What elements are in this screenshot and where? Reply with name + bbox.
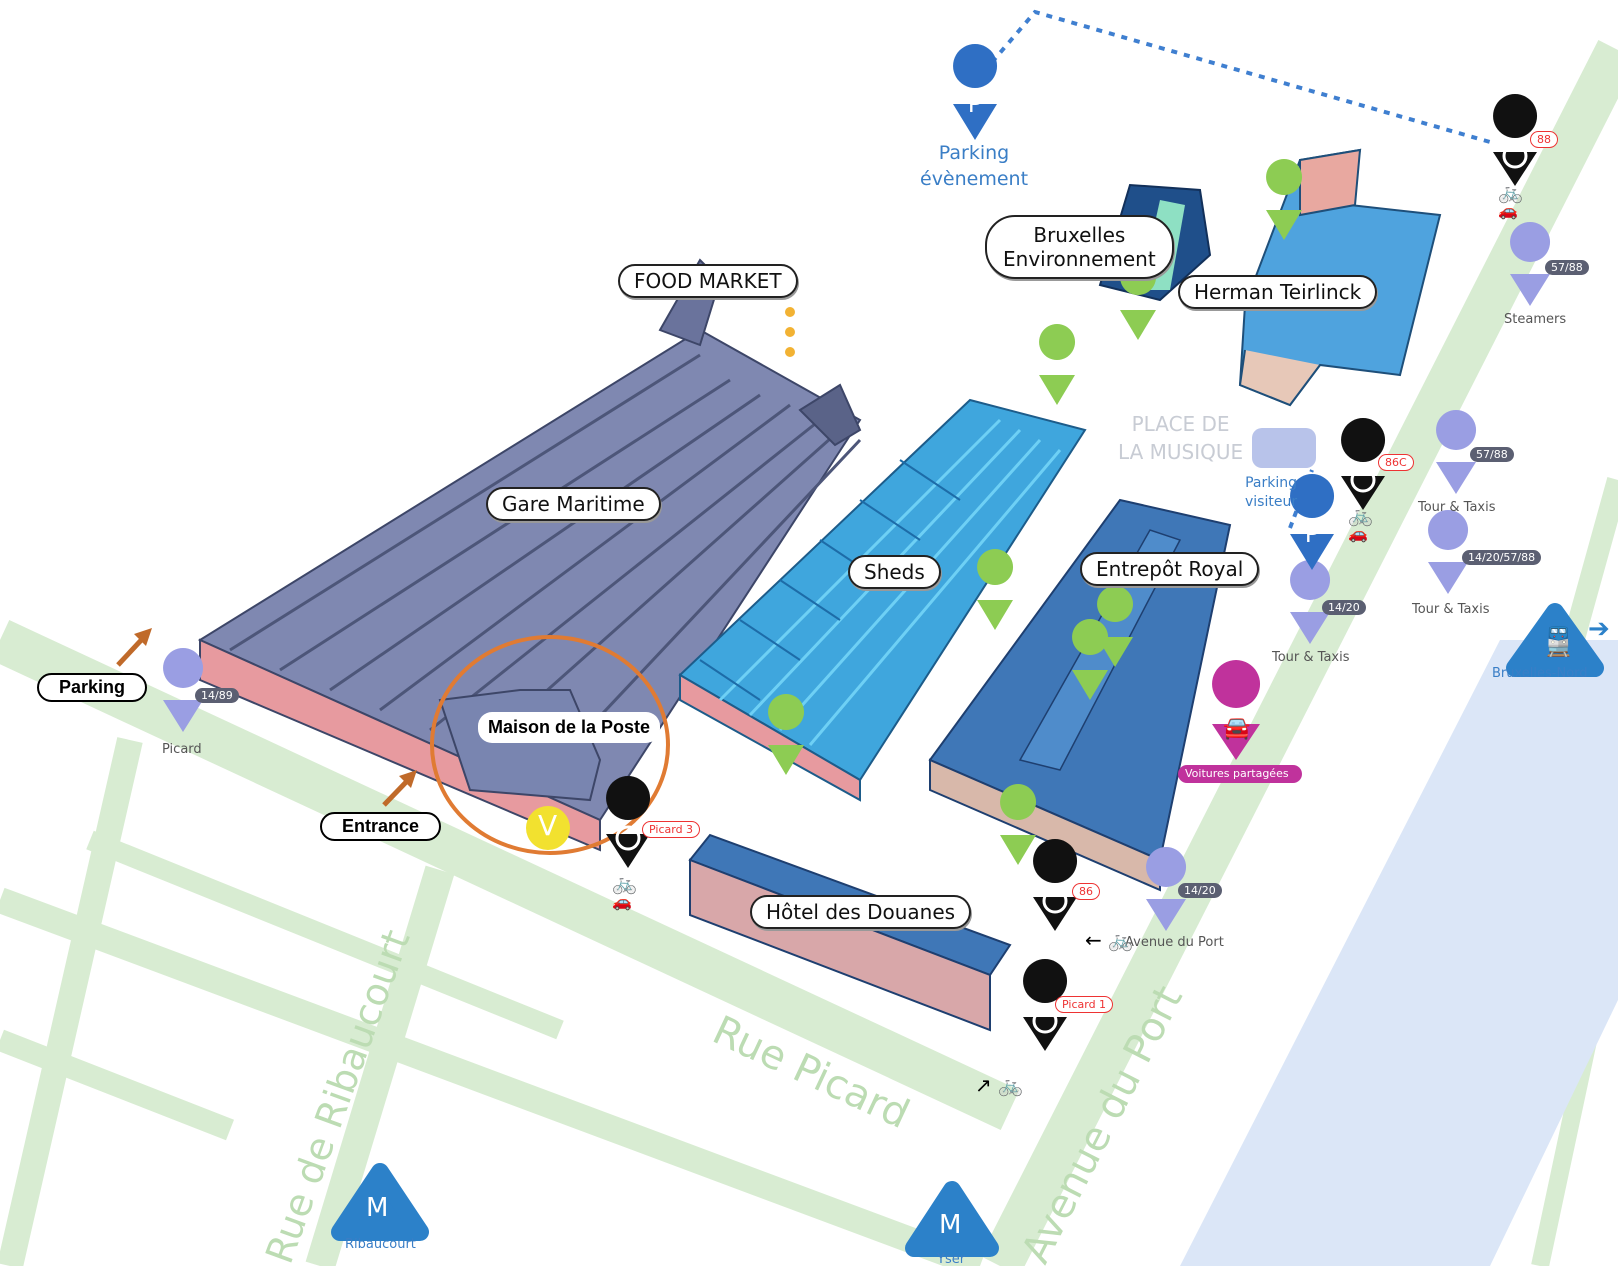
visitor-parking-sign [1252,428,1316,468]
bus-steamers-name: Steamers [1504,312,1567,327]
shared-car-pin [1212,660,1261,760]
villo-swirls [615,143,1528,1034]
label-herman-teirlinck: Herman Teirlinck [1178,275,1378,309]
car-icon: 🚘 [1223,716,1251,741]
train-icon: 🚆 [1541,625,1576,658]
bus-picard-name: Picard [162,742,202,757]
shared-cars-pill [1178,765,1302,783]
v-marker [526,806,570,850]
shared-cars-label: Voitures partagées [1185,767,1289,780]
road-ribaucourt [0,737,143,1266]
annotation-entrance: Entrance [320,812,442,841]
bicycle-icon: ← 🚲 [1085,928,1134,952]
label-bruxelles-environnement: Bruxelles Environnement [985,215,1174,279]
label-place-de-la-musique: PLACE DE LA MUSIQUE [1118,410,1243,466]
entrance-arrow [382,770,417,807]
v-marker-icon: V [538,809,558,842]
bus-tour-taxis-1-name: Tour & Taxis [1418,500,1496,515]
villo-86c-badge: 86C [1378,454,1414,471]
bus-steamers-lines: 57/88 [1545,260,1589,275]
parking-visitor-line1: Parking [1245,475,1297,491]
car-icon: 🚗 [1348,524,1368,543]
villo-86-badge: 86 [1072,883,1100,900]
villo-picard3-badge: Picard 3 [642,821,701,838]
label-bruxelles-environnement-line2: Environnement [1003,247,1156,271]
parking-visitor-p-icon: P [1304,520,1320,548]
bicycle-icon: 🚲 [1498,180,1523,204]
bus-avenue-port-name: Avenue du Port [1125,935,1224,950]
car-icon: 🚗 [612,892,632,911]
parking-pins [953,44,1335,570]
villo-station-pins [606,94,1538,1051]
bicycle-icon: 🚲 [612,871,637,895]
label-food-market: FOOD MARKET [618,264,798,298]
parking-event-line2: évènement [920,168,1029,190]
bus-avenue-port-lines: 14/20 [1178,883,1222,898]
arrow-right-icon: ➔ [1588,614,1610,644]
canal [1180,640,1618,1266]
bus-tour-taxis-3-lines: 14/20 [1322,600,1366,615]
parking-visitor-line2: visiteur [1245,494,1298,510]
parking-event-line1: Parking [938,142,1010,164]
car-icon: 🚗 [1498,201,1518,220]
road-south-2 [86,830,564,1040]
bus-tour-taxis-2-name: Tour & Taxis [1412,602,1490,617]
label-place-line2: LA MUSIQUE [1118,440,1244,464]
parking-visitor-label: Parking visiteur [1245,474,1297,512]
label-gare-maritime: Gare Maritime [486,487,661,521]
metro-ribaucourt-label: Ribaucourt [345,1237,416,1252]
metro-ribaucourt-icon: M [366,1193,389,1223]
label-bruxelles-environnement-line1: Bruxelles [1033,223,1126,247]
parking-event-p-icon: P [967,90,983,118]
parking-event-label: Parking évènement [920,140,1028,192]
road-south-1 [0,887,985,1266]
bicycle-icon: 🚲 [1348,503,1373,527]
label-maison-de-la-poste: Maison de la Poste [478,712,661,743]
label-entrepot-royal: Entrepôt Royal [1080,552,1260,586]
label-place-line1: PLACE DE [1131,412,1230,436]
villo-88-badge: 88 [1530,131,1558,148]
bus-tour-taxis-1-lines: 57/88 [1470,447,1514,462]
bus-tour-taxis-2-lines: 14/20/57/88 [1462,550,1542,565]
metro-yser-icon: M [939,1210,962,1240]
bus-picard-lines: 14/89 [195,688,239,703]
label-hotel-des-douanes: Hôtel des Douanes [750,895,972,929]
bus-stop-pins [163,222,1551,931]
bus-tour-taxis-3-name: Tour & Taxis [1272,650,1350,665]
road-south-3 [0,1029,235,1141]
villo-picard1-badge: Picard 1 [1055,996,1114,1013]
train-bruxelles-nord-label: Bruxelles-Nord [1492,666,1588,681]
bicycle-icon: ↗ 🚲 [975,1073,1024,1097]
label-sheds: Sheds [848,555,941,589]
parking-route-dashed [973,9,1491,144]
road-rue-picard [0,620,1020,1130]
road-ribaucourt-2 [305,865,455,1266]
metro-yser-label: Yser [937,1252,966,1267]
bike-parking-pins [768,159,1303,865]
metro-markers [331,603,1604,1257]
annotation-parking: Parking [37,673,148,702]
parking-arrow [116,628,152,667]
food-market-dots [785,307,795,357]
highlight-circle [430,635,670,855]
